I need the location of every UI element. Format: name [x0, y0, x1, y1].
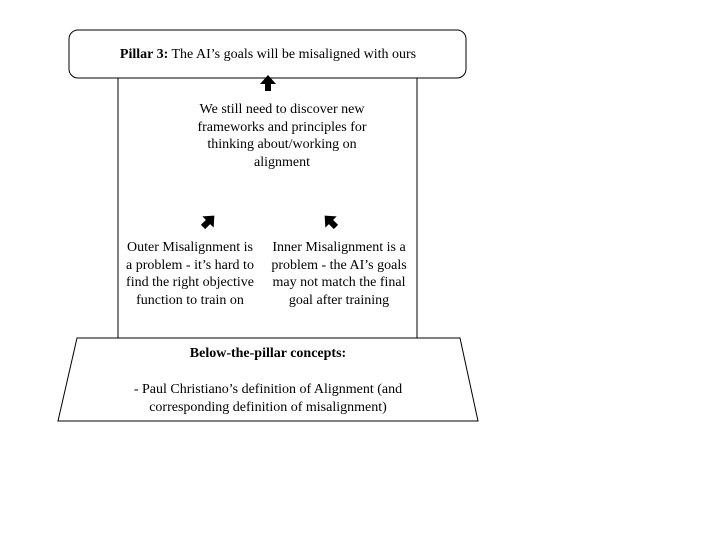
pillar-base [57, 337, 479, 422]
inner-misalignment-text: Inner Misalignment is a problem - the AI… [271, 240, 407, 308]
pillar-label: Pillar 3: [119, 47, 169, 63]
pillar-title-text: The AI’s goals will be misaligned with o… [171, 47, 417, 63]
pillar-column [117, 71, 418, 341]
base-heading: Below-the-pillar concepts: [189, 346, 347, 361]
base-concept-item: - Paul Christiano’s definition of Alignm… [133, 382, 403, 415]
center-node-text: We still need to discover new frameworks… [197, 102, 367, 170]
outer-misalignment-text: Outer Misalignment is a problem - it’s h… [126, 240, 254, 308]
arrow-up-left-icon [324, 215, 339, 230]
pillar-title: Pillar 3: The AI’s goals will be misalig… [70, 38, 466, 72]
arrow-up-right-icon [200, 215, 215, 230]
up-arrow-icon [260, 75, 276, 91]
